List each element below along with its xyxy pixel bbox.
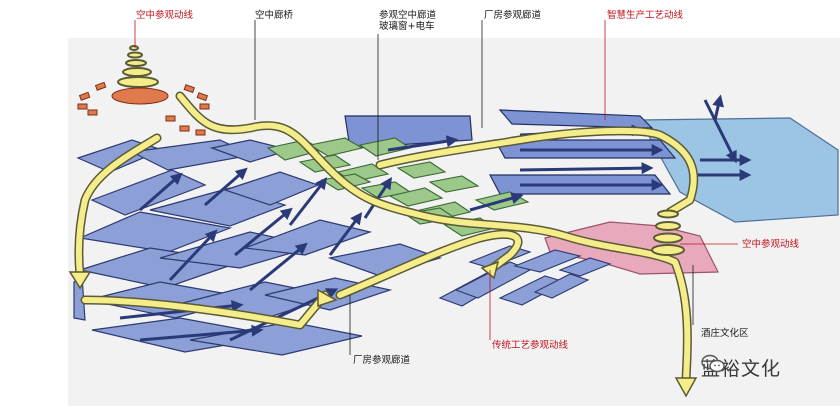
label-wine-culture-zone: 酒庄文化区 (701, 328, 749, 339)
label-traditional-craft-route: 传统工艺参观动线 (492, 340, 569, 351)
spiral-ramp-right (651, 209, 685, 256)
wechat-icon (701, 354, 725, 373)
label-factory-corridor-top: 厂房参观廊道 (484, 10, 542, 21)
spiral-ramp-left (117, 45, 159, 88)
traditional-craft-buildings (438, 245, 612, 307)
label-sky-corridor-line1: 参观空中廊道 (379, 10, 437, 21)
watermark: 蓝裕文化 (701, 354, 781, 381)
label-factory-corridor-bottom: 厂房参观廊道 (353, 355, 411, 366)
label-sky-bridge: 空中廊桥 (255, 10, 294, 21)
label-sky-corridor-line2: 玻璃窗+电车 (379, 21, 435, 32)
label-sky-route-right: 空中参观动线 (742, 239, 800, 250)
label-smart-production-route: 智慧生产工艺动线 (607, 10, 684, 21)
orange-plaza-ring (77, 81, 210, 136)
visitor-routes-fill (75, 93, 697, 383)
label-sky-route-top: 空中参观动线 (136, 10, 194, 21)
leader-lines (134, 20, 738, 355)
